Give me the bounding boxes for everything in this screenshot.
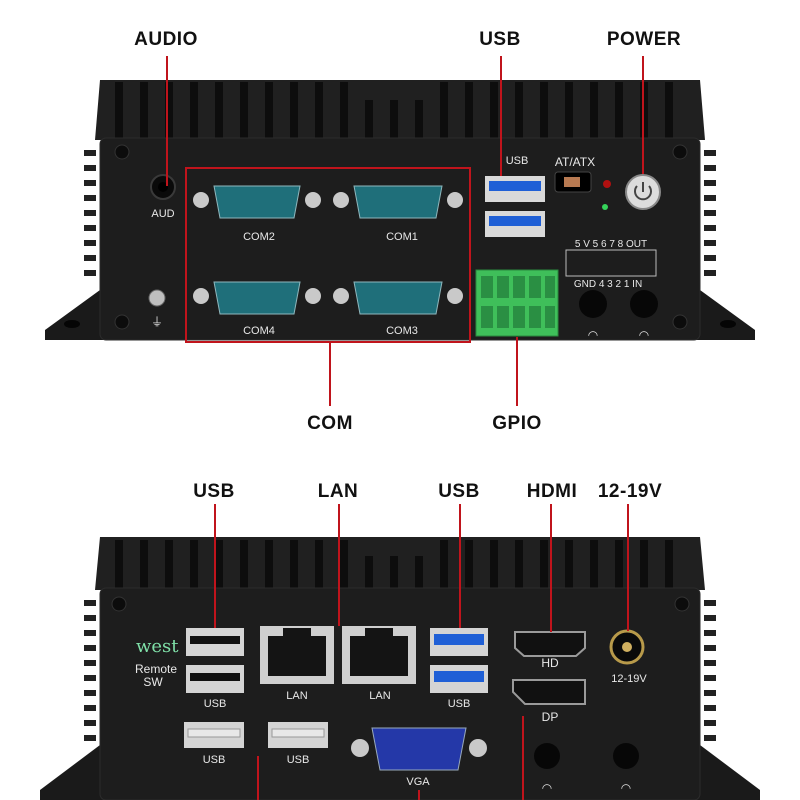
aud-label: AUD xyxy=(151,208,175,220)
usb-bm-leader xyxy=(459,504,461,628)
vga-port xyxy=(351,727,487,771)
dp-leader xyxy=(522,716,524,800)
com-highlight-box xyxy=(185,167,471,343)
lan-label-1: LAN xyxy=(286,690,308,702)
lan-leader xyxy=(338,504,340,626)
callout-hdmi: HDMI xyxy=(526,481,578,502)
com3-label: COM3 xyxy=(386,325,418,337)
wifi-icon: ◠ xyxy=(639,328,649,342)
callout-gpio: GPIO xyxy=(492,413,542,434)
dp-label: DP xyxy=(541,710,559,724)
usb-bottom-leader xyxy=(257,756,259,800)
power-leader xyxy=(642,56,644,174)
usb-bottom-row xyxy=(184,722,328,748)
gpio-bottom-label: GND 4 3 2 1 IN xyxy=(573,279,643,290)
callout-power: POWER xyxy=(606,29,682,50)
ground-screw xyxy=(148,289,166,307)
wifi-icon: ◠ xyxy=(542,781,552,795)
usb-label-4: USB xyxy=(286,754,310,766)
at-atx-label: AT/ATX xyxy=(554,155,596,169)
heatsink-fins xyxy=(84,80,716,276)
antenna-hole-left xyxy=(579,290,607,318)
callout-audio: AUDIO xyxy=(134,29,198,50)
vga-leader xyxy=(418,790,420,800)
sw-label: SW xyxy=(143,675,163,689)
lan-ports xyxy=(260,626,416,684)
antenna-hole-rear-left xyxy=(534,743,560,769)
gpio-top-label: 5 V 5 6 7 8 OUT xyxy=(574,239,648,250)
callout-lan: LAN xyxy=(317,481,359,502)
hdmi-port xyxy=(514,631,586,657)
wifi-icon: ◠ xyxy=(588,328,598,342)
callout-com: COM xyxy=(307,413,353,434)
hd-label: HD xyxy=(541,656,559,670)
usb-label-1: USB xyxy=(203,698,227,710)
hdd-led xyxy=(603,180,611,188)
com2-label: COM2 xyxy=(243,231,275,243)
mounting-ear-right xyxy=(690,290,755,340)
dc-leader xyxy=(627,504,629,631)
com-ports xyxy=(193,185,463,315)
callout-dc: 12-19V xyxy=(597,481,663,502)
audio-jack xyxy=(150,174,176,200)
usb-stack-left xyxy=(186,628,244,693)
brand-logo: west xyxy=(136,636,179,657)
callout-usb-bottom-mid: USB xyxy=(438,481,480,502)
callout-usb-bottom-left: USB xyxy=(193,481,235,502)
wifi-icon: ◠ xyxy=(621,781,631,795)
power-button-graphic xyxy=(625,174,661,210)
callout-usb-top: USB xyxy=(479,29,521,50)
mounting-ear-left xyxy=(45,290,110,340)
hdmi-leader xyxy=(550,504,552,632)
dc-label: 12-19V xyxy=(611,673,647,685)
usb-label-3: USB xyxy=(202,754,226,766)
usb-label-2: USB xyxy=(447,698,471,710)
vga-label: VGA xyxy=(406,776,430,788)
usb-top-leader xyxy=(500,56,502,176)
dc-jack xyxy=(609,629,645,665)
antenna-hole-right xyxy=(630,290,658,318)
top-usb-ports xyxy=(485,176,545,237)
audio-leader xyxy=(166,56,168,186)
power-led xyxy=(602,204,608,210)
gpio-leader xyxy=(516,337,518,406)
com4-label: COM4 xyxy=(243,325,275,337)
antenna-hole-rear-right xyxy=(613,743,639,769)
com-leader xyxy=(329,343,331,406)
usb3-stack xyxy=(430,628,488,693)
svg-text:⏚: ⏚ xyxy=(151,315,163,329)
remote-label: Remote xyxy=(134,662,178,676)
lan-label-2: LAN xyxy=(369,690,391,702)
dp-port xyxy=(512,679,586,705)
usb-bl-leader xyxy=(214,504,216,628)
usb-panel-label: USB xyxy=(505,155,529,167)
com1-label: COM1 xyxy=(386,231,418,243)
